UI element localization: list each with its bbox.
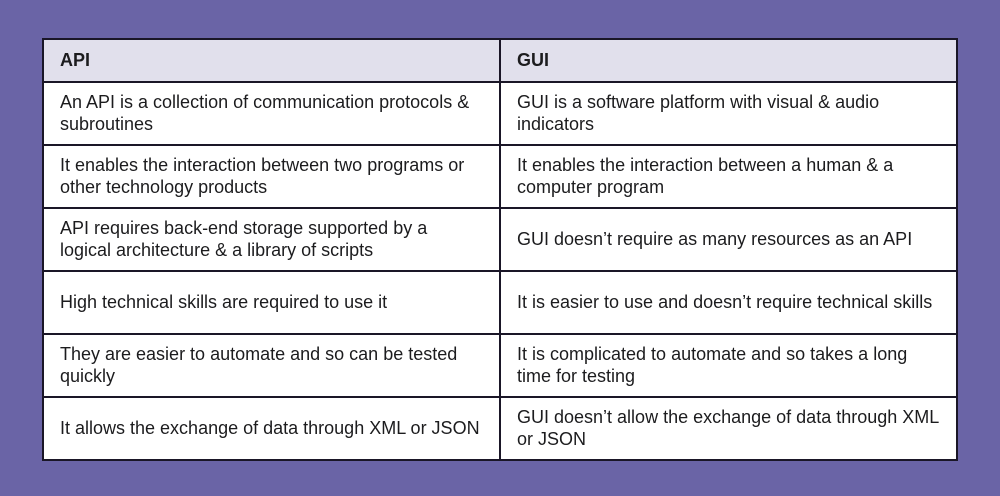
table-row: High technical skills are required to us… bbox=[42, 270, 958, 335]
gui-cell: It is complicated to automate and so tak… bbox=[499, 333, 958, 398]
table-row: API requires back-end storage supported … bbox=[42, 207, 958, 272]
table-body: An API is a collection of communication … bbox=[42, 81, 958, 461]
gui-cell: GUI doesn’t allow the exchange of data t… bbox=[499, 396, 958, 461]
api-cell: An API is a collection of communication … bbox=[42, 81, 501, 146]
api-cell: They are easier to automate and so can b… bbox=[42, 333, 501, 398]
gui-cell: It is easier to use and doesn’t require … bbox=[499, 270, 958, 335]
table-header: API GUI bbox=[42, 38, 958, 83]
table-row: An API is a collection of communication … bbox=[42, 81, 958, 146]
table-row: It enables the interaction between two p… bbox=[42, 144, 958, 209]
api-cell: It enables the interaction between two p… bbox=[42, 144, 501, 209]
header-row: API GUI bbox=[42, 38, 958, 83]
column-header-api: API bbox=[42, 38, 501, 83]
gui-cell: GUI doesn’t require as many resources as… bbox=[499, 207, 958, 272]
column-header-gui: GUI bbox=[499, 38, 958, 83]
api-vs-gui-table: API GUI An API is a collection of commun… bbox=[42, 38, 958, 461]
gui-cell: It enables the interaction between a hum… bbox=[499, 144, 958, 209]
api-cell: API requires back-end storage supported … bbox=[42, 207, 501, 272]
table-row: It allows the exchange of data through X… bbox=[42, 396, 958, 461]
gui-cell: GUI is a software platform with visual &… bbox=[499, 81, 958, 146]
api-cell: High technical skills are required to us… bbox=[42, 270, 501, 335]
table-row: They are easier to automate and so can b… bbox=[42, 333, 958, 398]
api-cell: It allows the exchange of data through X… bbox=[42, 396, 501, 461]
comparison-table-container: API GUI An API is a collection of commun… bbox=[42, 38, 958, 461]
